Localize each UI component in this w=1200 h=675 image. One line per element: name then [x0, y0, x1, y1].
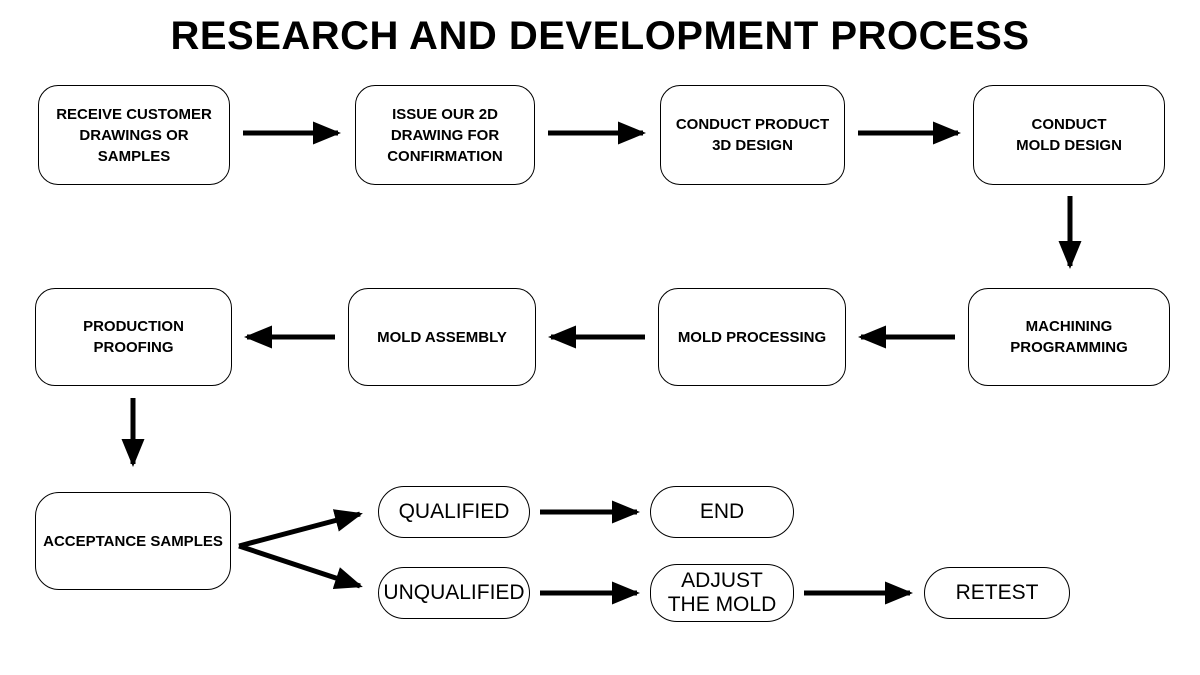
node-mold-processing: MOLD PROCESSING: [658, 288, 846, 386]
node-adjust-the-mold: ADJUST THE MOLD: [650, 564, 794, 622]
node-production-proofing: PRODUCTION PROOFING: [35, 288, 232, 386]
node-unqualified: UNQUALIFIED: [378, 567, 530, 619]
arrow-acceptance-to-qualified: [238, 509, 363, 549]
node-qualified: QUALIFIED: [378, 486, 530, 538]
node-acceptance-samples: ACCEPTANCE SAMPLES: [35, 492, 231, 590]
node-issue-2d-drawing: ISSUE OUR 2D DRAWING FOR CONFIRMATION: [355, 85, 535, 185]
node-receive-customer-drawings: RECEIVE CUSTOMER DRAWINGS OR SAMPLES: [38, 85, 230, 185]
node-mold-assembly: MOLD ASSEMBLY: [348, 288, 536, 386]
node-retest: RETEST: [924, 567, 1070, 619]
node-conduct-mold-design: CONDUCT MOLD DESIGN: [973, 85, 1165, 185]
diagram-title: RESEARCH AND DEVELOPMENT PROCESS: [170, 14, 1030, 58]
arrow-acceptance-to-unqualified: [238, 543, 363, 590]
node-conduct-product-3d-design: CONDUCT PRODUCT 3D DESIGN: [660, 85, 845, 185]
node-machining-programming: MACHINING PROGRAMMING: [968, 288, 1170, 386]
node-end: END: [650, 486, 794, 538]
